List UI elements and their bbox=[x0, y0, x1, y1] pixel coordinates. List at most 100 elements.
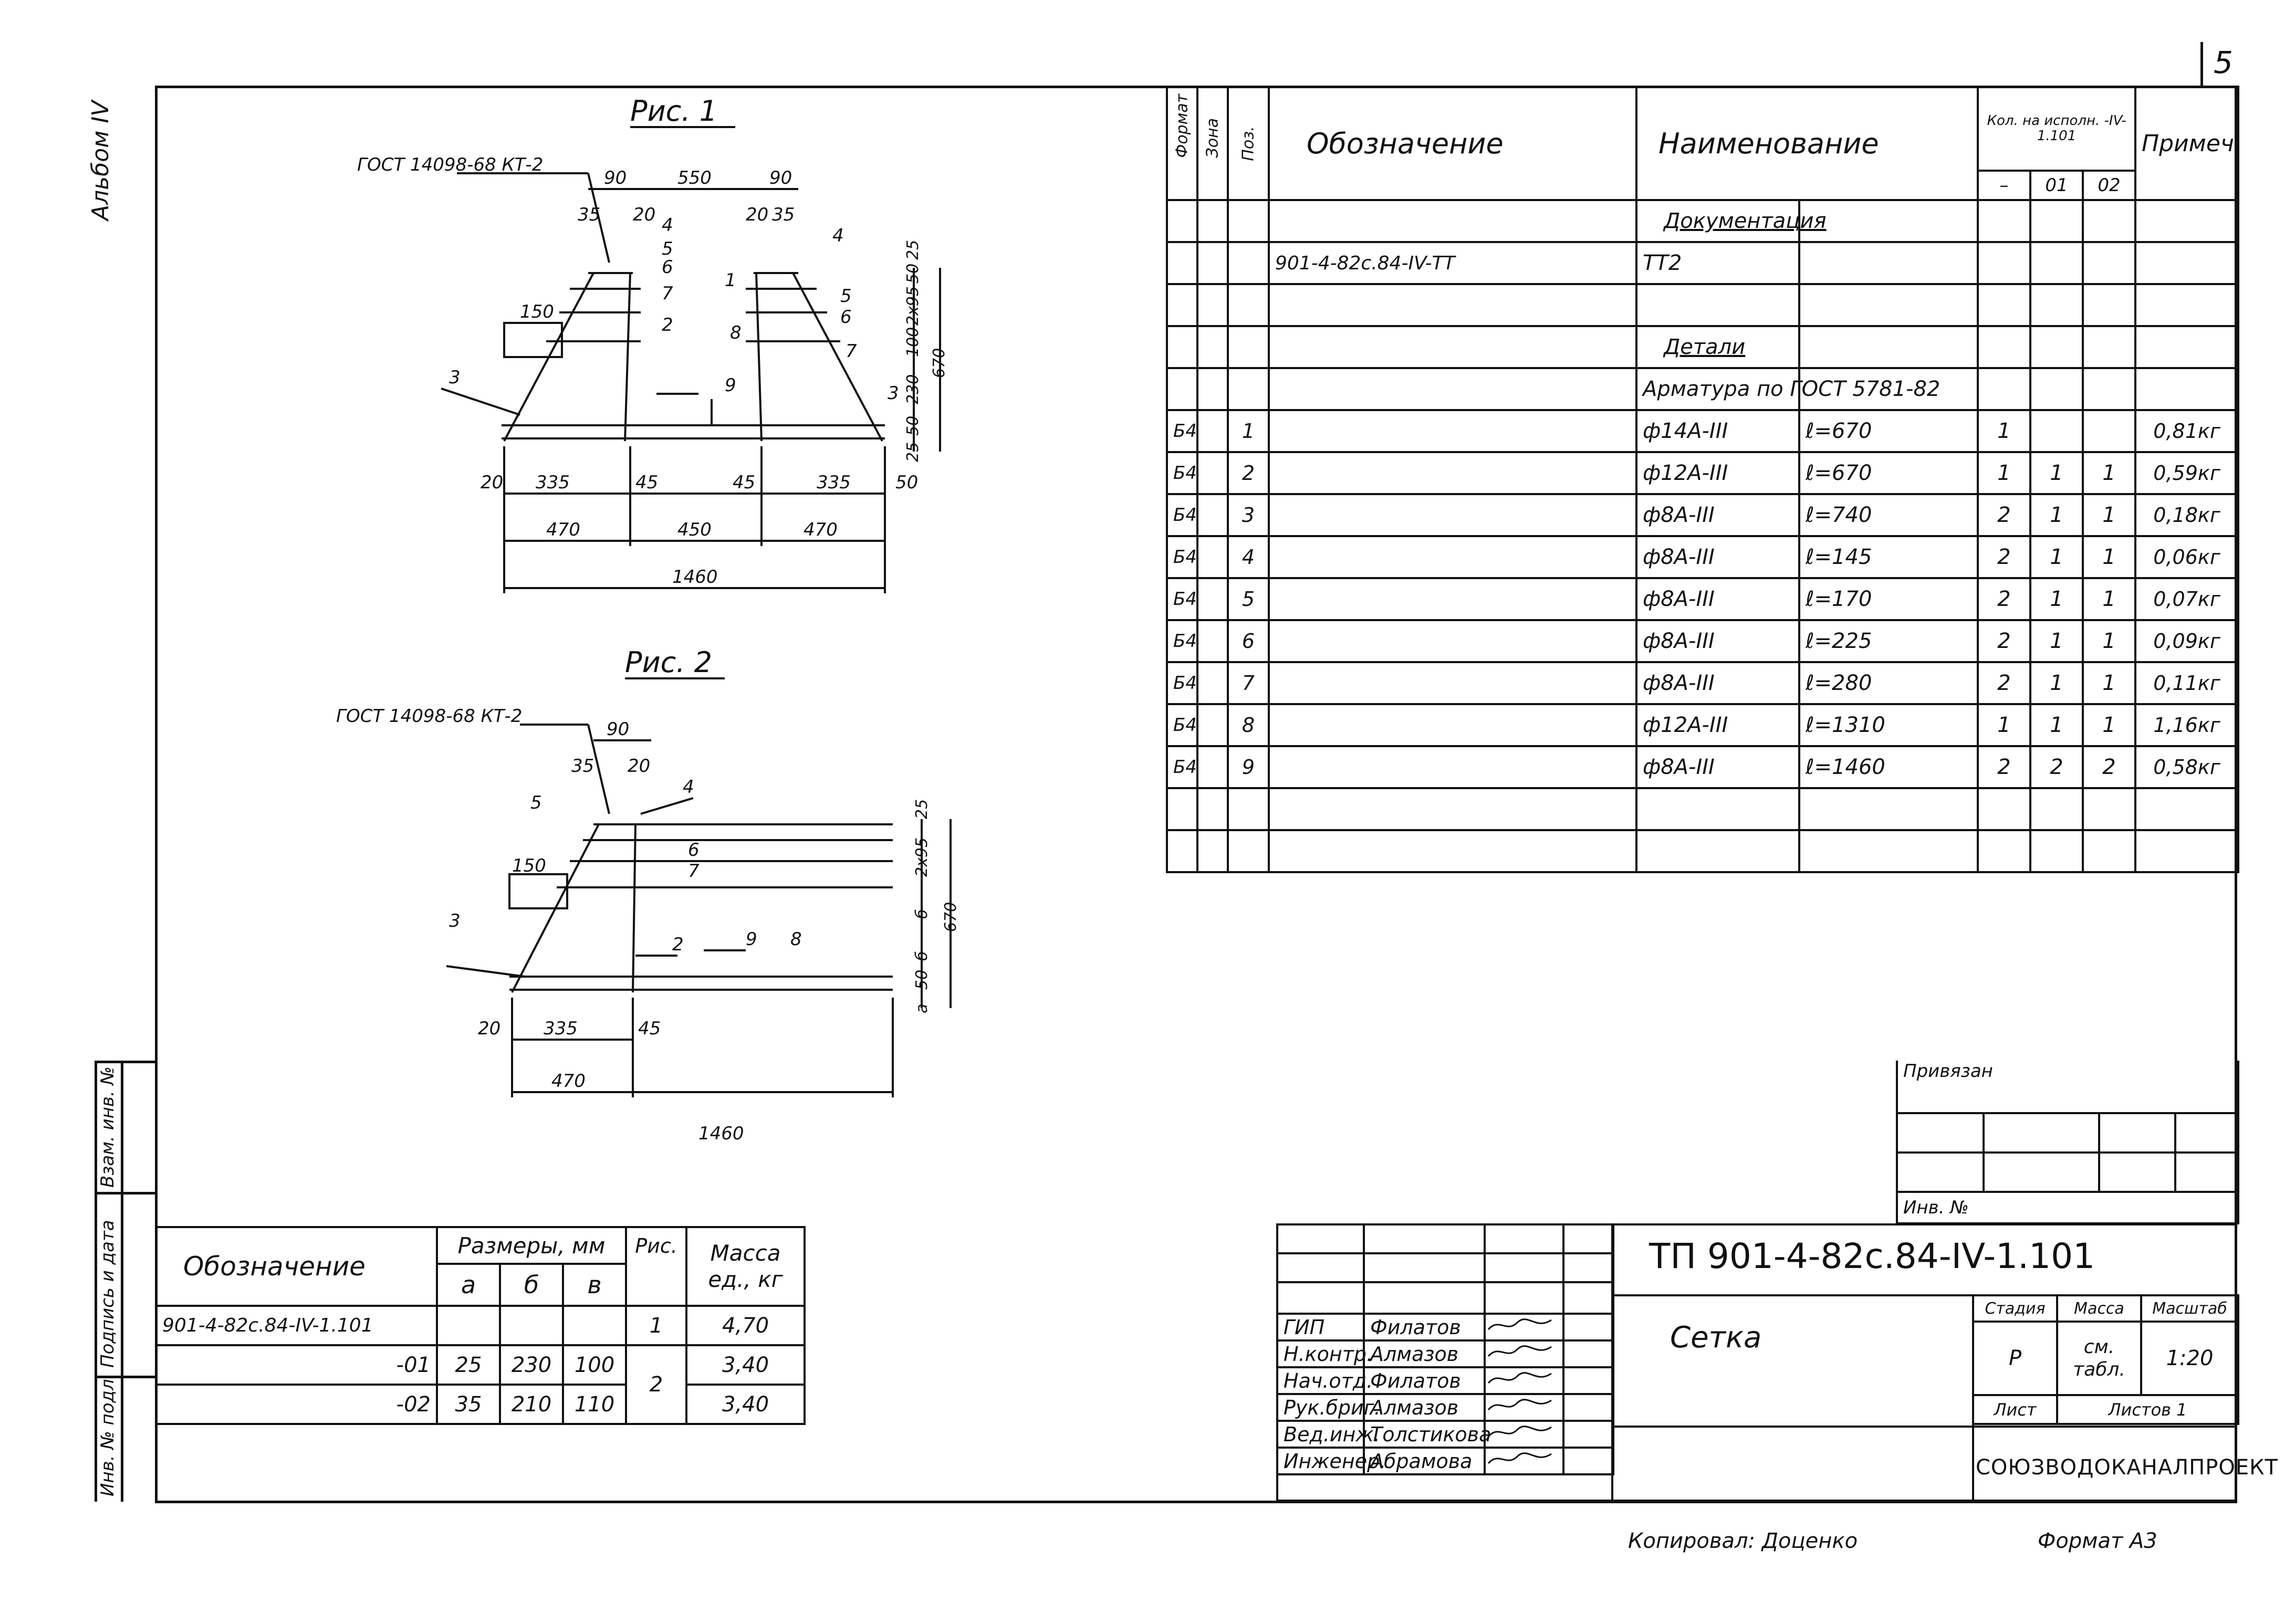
spec-cell-format bbox=[1166, 829, 1198, 873]
spec-cell-zone bbox=[1196, 451, 1229, 495]
spec-cell-note: 0,09кг bbox=[2134, 619, 2240, 663]
person-role: Инженер. bbox=[1276, 1447, 1386, 1475]
fig2-pos-4: 4 bbox=[683, 777, 694, 798]
spec-cell-qty-01: 2 bbox=[2029, 745, 2084, 789]
spec-cell-qty bbox=[1977, 325, 2032, 369]
dims-row-v: 110 bbox=[562, 1384, 627, 1425]
spec-cell-qty-01 bbox=[2029, 367, 2084, 411]
spec-cell-format: Б4 bbox=[1166, 535, 1198, 579]
fig1-dim-45b: 45 bbox=[733, 472, 755, 493]
spec-cell-qty bbox=[1977, 241, 2032, 285]
sheet-label: Лист bbox=[1972, 1394, 2058, 1425]
fig2-title: Рис. 2 bbox=[625, 646, 712, 679]
spec-cell-length: ℓ=1310 bbox=[1798, 703, 1979, 747]
spec-cell-designation bbox=[1268, 535, 1637, 579]
spec-cell-zone bbox=[1196, 535, 1229, 579]
spec-cell-designation bbox=[1268, 409, 1637, 453]
spec-cell-qty bbox=[1977, 199, 2032, 243]
spec-header-qty-dash: – bbox=[1977, 170, 2032, 201]
fig1-pos-3b: 3 bbox=[888, 383, 899, 404]
spec-cell-zone bbox=[1196, 619, 1229, 663]
fig1-dim-335b: 335 bbox=[817, 472, 851, 493]
fig1-dim-90b: 90 bbox=[769, 167, 792, 188]
spec-cell-qty-01 bbox=[2029, 283, 2084, 327]
spec-cell-designation bbox=[1268, 493, 1637, 537]
fig1-dim-550: 550 bbox=[677, 167, 712, 188]
fig2-dim-1460: 1460 bbox=[698, 1123, 744, 1144]
spec-cell-zone bbox=[1196, 409, 1229, 453]
spec-cell-qty-02: 1 bbox=[2082, 703, 2137, 747]
spec-header-zone: Зона bbox=[1196, 86, 1229, 201]
fig1-pos-4a: 4 bbox=[662, 215, 673, 236]
spec-cell-length bbox=[1798, 787, 1979, 831]
spec-cell-qty-01: 1 bbox=[2029, 703, 2084, 747]
fig1-dim-450: 450 bbox=[677, 519, 712, 540]
spec-cell-length: ℓ=740 bbox=[1798, 493, 1979, 537]
spec-cell-name: ф14А-III bbox=[1635, 409, 1800, 453]
spec-cell-format: Б4 bbox=[1166, 493, 1198, 537]
spec-cell-length: ℓ=1460 bbox=[1798, 745, 1979, 789]
dims-row-designation: -02 bbox=[155, 1384, 438, 1425]
spec-cell-length bbox=[1798, 367, 1979, 411]
person-signature bbox=[1484, 1339, 1564, 1368]
dims-row-v bbox=[562, 1305, 627, 1346]
spec-cell-qty: 1 bbox=[1977, 451, 2032, 495]
fig1-dim-470b: 470 bbox=[804, 519, 838, 540]
spec-cell-format: Б4 bbox=[1166, 661, 1198, 705]
spec-cell-qty: 1 bbox=[1977, 703, 2032, 747]
dims-row-designation: -01 bbox=[155, 1344, 438, 1386]
spec-cell-qty-02: 1 bbox=[2082, 493, 2137, 537]
person-name: Абрамова bbox=[1363, 1447, 1486, 1475]
spec-cell-pos bbox=[1227, 199, 1270, 243]
fig2-dim-20: 20 bbox=[628, 756, 650, 777]
spec-cell-name: ф12А-III bbox=[1635, 703, 1800, 747]
person-role: Н.контр. bbox=[1276, 1339, 1373, 1368]
fig2-pos-5: 5 bbox=[530, 792, 542, 813]
spec-cell-format bbox=[1166, 367, 1198, 411]
person-signature bbox=[1484, 1447, 1564, 1475]
title-block-person-row: Рук.бриг.Алмазов bbox=[1276, 1393, 1614, 1422]
spec-cell-qty-01 bbox=[2029, 199, 2084, 243]
spec-cell-name bbox=[1635, 829, 1800, 873]
spec-cell-pos: 6 bbox=[1227, 619, 1270, 663]
spec-cell-zone bbox=[1196, 199, 1229, 243]
frame-left bbox=[155, 86, 158, 1503]
fig1-pos-3a: 3 bbox=[449, 367, 461, 388]
spec-cell-name bbox=[1635, 787, 1800, 831]
spec-cell-name: Документация bbox=[1635, 199, 1827, 243]
spec-cell-qty-02 bbox=[2082, 283, 2137, 327]
spec-header-qty: Кол. на исполн. -IV-1.101 bbox=[1977, 86, 2137, 172]
spec-cell-note bbox=[2134, 325, 2240, 369]
copied-by: Копировал: Доценко bbox=[1628, 1529, 1858, 1553]
fig1-dim-20b: 20 bbox=[746, 204, 768, 225]
fig2-pos-7: 7 bbox=[688, 861, 700, 882]
spec-cell-note bbox=[2134, 367, 2240, 411]
spec-cell-name bbox=[1635, 283, 1800, 327]
person-signature bbox=[1484, 1313, 1564, 1342]
left-strip-inv-repl: Взам. инв. № bbox=[97, 1066, 118, 1188]
fig1-dim-v50: 50 bbox=[904, 264, 922, 284]
dims-header-a: а bbox=[436, 1263, 501, 1307]
spec-cell-qty: 2 bbox=[1977, 577, 2032, 621]
dims-row-b: 230 bbox=[499, 1344, 564, 1386]
spec-row bbox=[1166, 829, 2240, 873]
fig1-dim-v2x95: 2х95 bbox=[904, 286, 922, 326]
spec-cell-note: 0,58кг bbox=[2134, 745, 2240, 789]
spec-cell-qty-02: 1 bbox=[2082, 535, 2137, 579]
spec-header-designation: Обозначение bbox=[1268, 86, 1637, 201]
fig1-pos-1: 1 bbox=[725, 270, 736, 291]
spec-cell-format bbox=[1166, 787, 1198, 831]
spec-cell-qty-02 bbox=[2082, 829, 2137, 873]
spec-row bbox=[1166, 787, 2240, 831]
spec-cell-qty bbox=[1977, 787, 2032, 831]
attached-block: Привязан Инв. № bbox=[1895, 1061, 2240, 1224]
spec-cell-note: 1,16кг bbox=[2134, 703, 2240, 747]
spec-cell-qty-01: 1 bbox=[2029, 661, 2084, 705]
spec-cell-note: 0,11кг bbox=[2134, 661, 2240, 705]
spec-cell-name: Детали bbox=[1635, 325, 1800, 369]
left-strip-inv-orig: Инв. № подл. bbox=[97, 1373, 118, 1496]
spec-cell-note bbox=[2134, 829, 2240, 873]
spec-cell-qty-01: 1 bbox=[2029, 451, 2084, 495]
